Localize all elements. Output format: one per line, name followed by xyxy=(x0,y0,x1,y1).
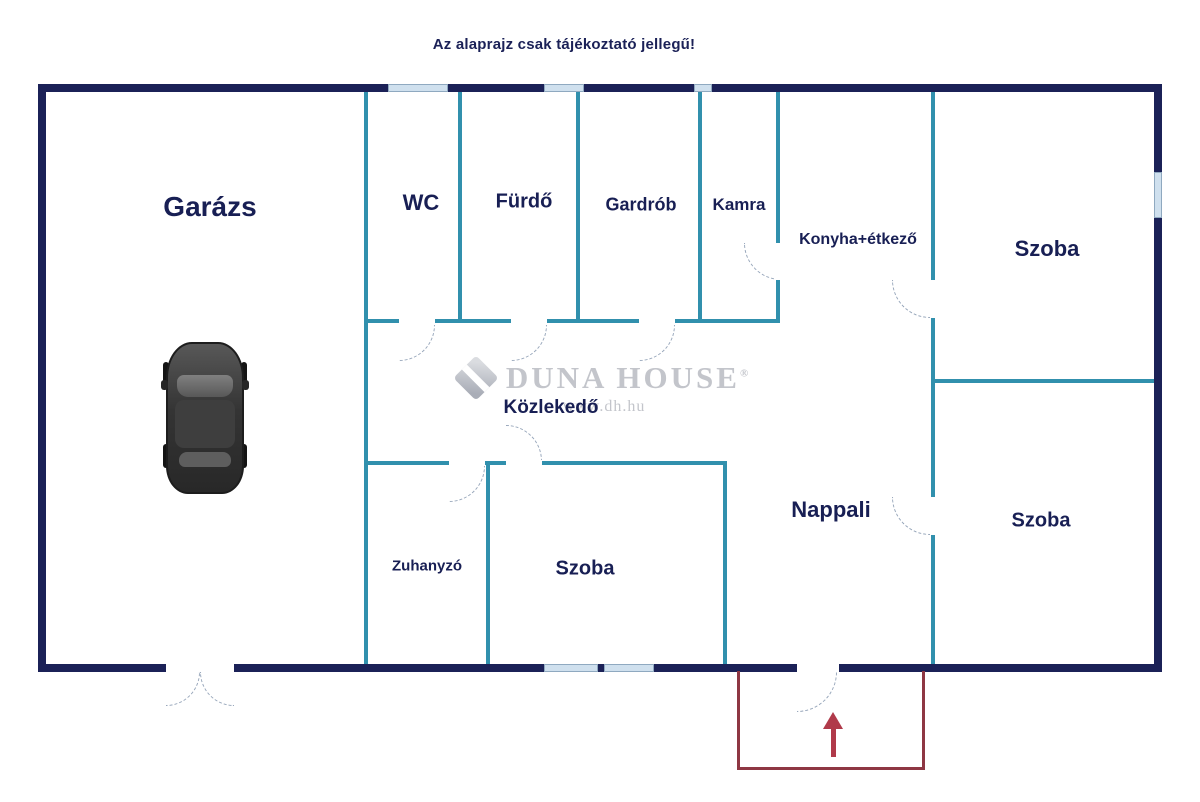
car-wheel-front-right xyxy=(241,362,247,386)
registered-mark-icon: ® xyxy=(739,367,749,380)
door-gap-zuhanyzo xyxy=(449,460,485,466)
wall-corridor-bottom xyxy=(364,461,727,465)
wall-zuhanyzo-szoba xyxy=(486,461,490,664)
wall-toprooms-bottom xyxy=(364,319,780,323)
wall-middle-right xyxy=(931,92,935,664)
wall-garage-right xyxy=(364,92,368,664)
wall-wc-furdo xyxy=(458,92,462,322)
watermark-row: DUNA HOUSE® xyxy=(453,355,748,401)
window-right-szoba-top xyxy=(1154,172,1162,218)
disclaimer-text: Az alaprajz csak tájékoztató jellegű! xyxy=(432,36,696,53)
door-gap-gardrob xyxy=(639,318,675,324)
door-gap-szoba-middle xyxy=(506,460,542,466)
door-arc-garage-left xyxy=(166,672,200,706)
window-bottom-szoba-1 xyxy=(544,664,598,672)
car-mirror-right xyxy=(242,380,249,390)
room-label-wc: WC xyxy=(402,190,440,215)
car-icon xyxy=(161,342,249,494)
door-gap-garage xyxy=(166,664,234,672)
window-top-furdo xyxy=(544,84,584,92)
room-label-kamra: Kamra xyxy=(712,195,766,214)
window-top-kamra xyxy=(694,84,712,92)
wall-furdo-gardrob xyxy=(576,92,580,322)
room-label-konyha-etkezo: Konyha+étkező xyxy=(799,231,917,248)
door-gap-szoba-bottom-right xyxy=(930,497,936,535)
entrance-porch-outline xyxy=(737,671,925,770)
watermark-brand-text: DUNA HOUSE® xyxy=(506,360,748,396)
watermark-url: www.dh.hu xyxy=(562,398,646,415)
wall-right-rooms-split xyxy=(931,379,1154,383)
door-gap-furdo xyxy=(511,318,547,324)
entrance-arrow-icon xyxy=(820,712,846,762)
door-gap-entrance xyxy=(797,664,839,672)
window-bottom-szoba-2 xyxy=(604,664,654,672)
door-gap-szoba-top-right xyxy=(930,280,936,318)
entrance-arrow-shaft xyxy=(830,729,836,757)
room-label-szoba-middle: Szoba xyxy=(555,557,615,580)
door-gap-wc xyxy=(399,318,435,324)
door-arc-garage-right xyxy=(200,672,234,706)
brand-name: DUNA HOUSE xyxy=(505,360,740,395)
car-wheel-rear-right xyxy=(241,444,247,468)
car-roof xyxy=(175,400,235,448)
room-label-nappali: Nappali xyxy=(791,497,871,522)
room-label-szoba-bottom-right: Szoba xyxy=(1011,509,1071,532)
wall-gardrob-kamra xyxy=(698,92,702,322)
room-label-garazs: Garázs xyxy=(163,191,257,222)
room-label-furdo: Fürdő xyxy=(495,190,553,213)
duna-house-watermark: DUNA HOUSE® www.dh.hu xyxy=(448,355,760,416)
room-label-gardrob: Gardrób xyxy=(605,194,677,215)
entrance-arrow-head xyxy=(823,712,843,729)
car-mirror-left xyxy=(161,380,168,390)
wall-kamra-konyha xyxy=(776,92,780,322)
car-rear-window xyxy=(179,452,231,467)
car-windshield xyxy=(177,375,233,397)
window-top-wc xyxy=(388,84,448,92)
door-gap-kamra xyxy=(775,243,781,280)
room-label-zuhanyzo: Zuhanyzó xyxy=(392,557,462,575)
room-label-kozlekedo: Közlekedő xyxy=(503,397,599,418)
room-label-szoba-top-right: Szoba xyxy=(1014,236,1080,261)
wall-szoba-nappali xyxy=(723,461,727,664)
